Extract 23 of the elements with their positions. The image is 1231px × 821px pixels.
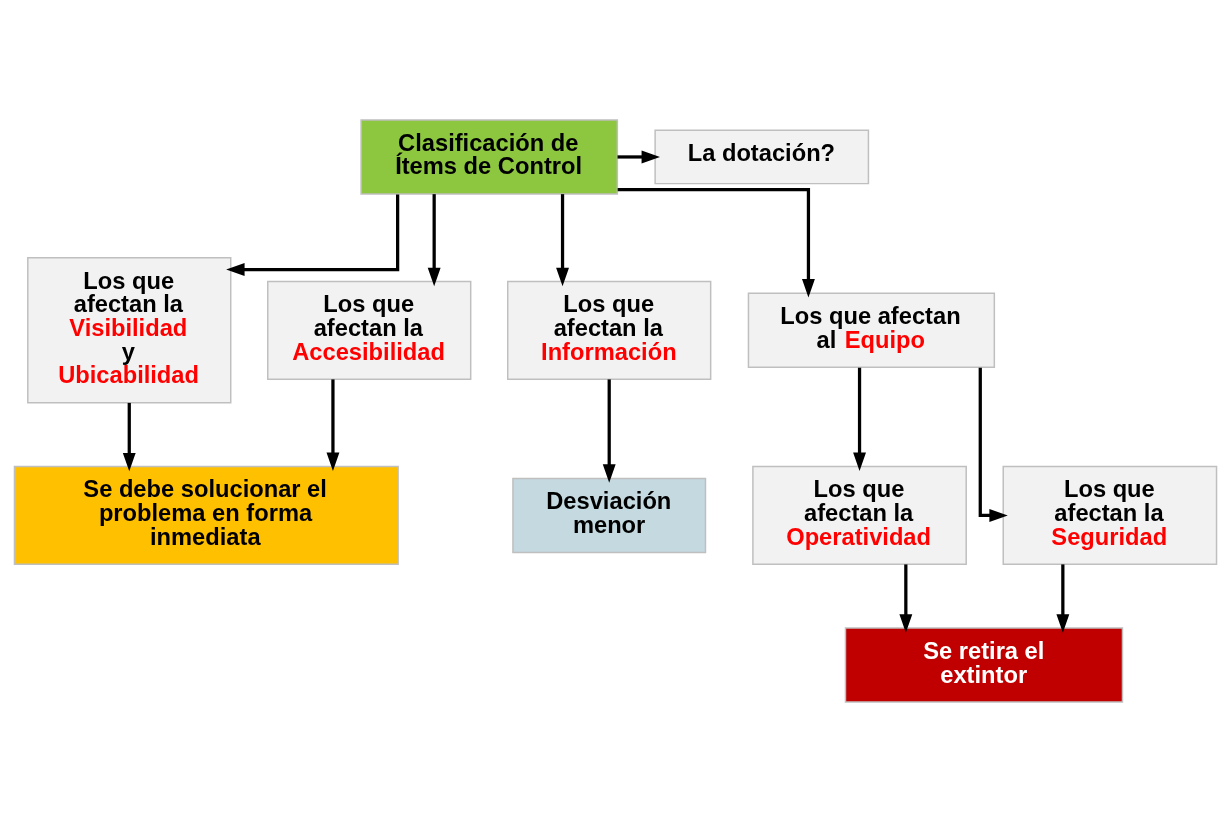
node-box: Los que afectan la Visibilidad y Ubicabilidad: [27, 256, 232, 404]
node-box: Clasificación de Ítems de Control: [360, 118, 619, 195]
node-box: Los que afectan la Seguridad: [1002, 465, 1218, 565]
arrow: [1056, 563, 1070, 633]
node-box: Desviación menor: [512, 477, 707, 553]
arrow: [556, 193, 569, 286]
arrow: [326, 378, 340, 471]
node-box: Los que afectan la Información: [507, 280, 712, 380]
arrow: [899, 563, 913, 633]
node-box: La dotación?: [654, 129, 870, 184]
arrow: [853, 367, 866, 471]
arrow: [226, 193, 400, 276]
arrow: [427, 193, 441, 286]
arrow: [602, 378, 616, 483]
node-box: Se retira el extintor: [844, 626, 1124, 703]
arrow: [978, 367, 1008, 522]
arrow: [122, 402, 136, 471]
node-box: Se debe solucionar el problema en forma inmediata: [13, 465, 399, 565]
node-box: Los que afectan la Operatividad: [752, 465, 967, 565]
node-box: Los que afectan la Accesibilidad: [267, 280, 472, 380]
node-box: Los que afectan al Equipo: [747, 292, 996, 368]
arrow: [617, 187, 815, 297]
arrow: [617, 150, 660, 163]
